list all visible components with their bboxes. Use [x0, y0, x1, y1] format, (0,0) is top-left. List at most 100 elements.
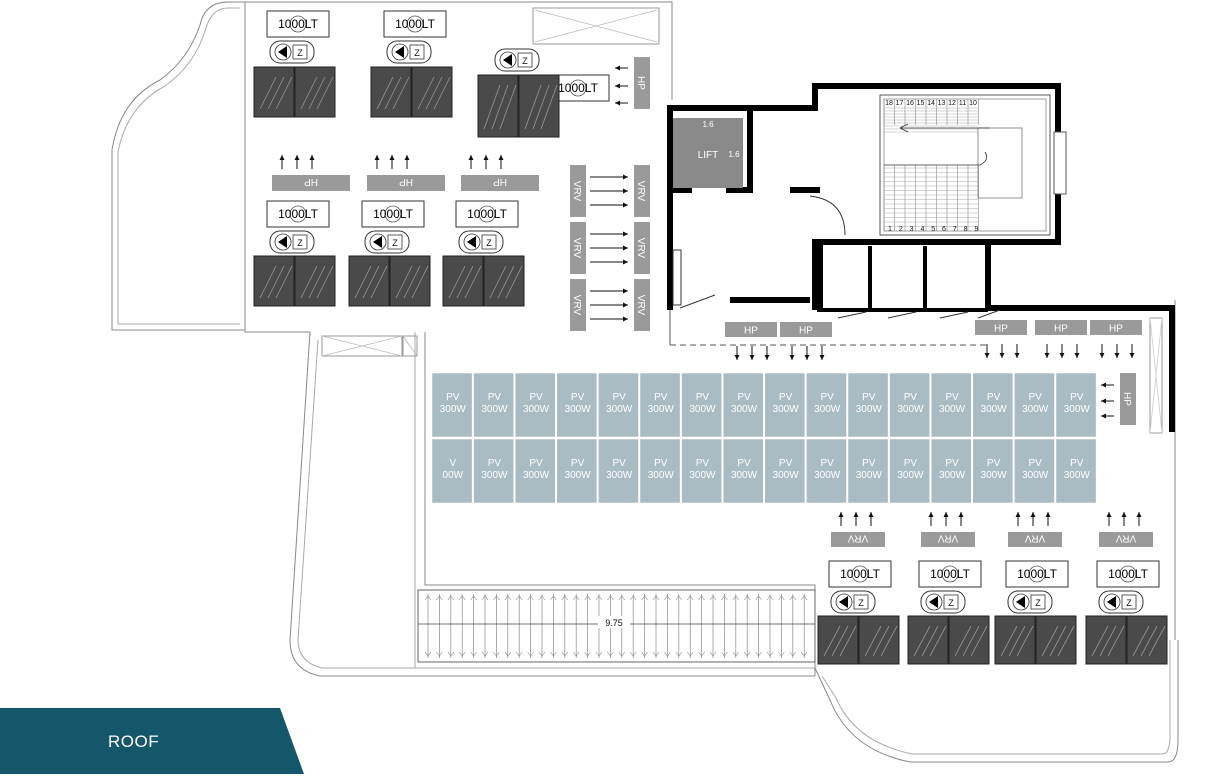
- tread-mark: [447, 651, 455, 657]
- pv-panel-body: [847, 438, 889, 504]
- pv-label: PV: [821, 392, 835, 403]
- vrv-label: VRV: [1024, 533, 1045, 544]
- pv-wattage: 300W: [689, 404, 716, 415]
- arrow-icon: [1044, 344, 1050, 358]
- pv-wattage: 300W: [648, 470, 675, 481]
- glass-hatch: [370, 265, 388, 299]
- heat-pump-body: [1035, 320, 1087, 335]
- solar-collector: [442, 255, 525, 307]
- arrow-head: [958, 512, 964, 517]
- arrow-icon: [294, 155, 300, 169]
- pv-label: PV: [1029, 458, 1043, 469]
- cross-line: [1149, 317, 1163, 434]
- glass-hatch: [411, 265, 429, 299]
- arrow-head: [999, 353, 1005, 358]
- vrv-body: [1099, 532, 1153, 547]
- arrow-icon: [483, 155, 489, 169]
- collector-panel: [483, 255, 525, 307]
- tread-mark: [424, 651, 432, 657]
- heat-pump-body: [1120, 373, 1136, 425]
- equipment: 1000LTZ1000LTZ1000LTZHP1000LTZ1000LTZ100…: [253, 10, 1168, 665]
- tank-circle: [1028, 565, 1046, 583]
- heat-pump-label: HP: [1121, 392, 1132, 406]
- terrace-lower-outline-inner: [821, 640, 1171, 755]
- tread-mark: [743, 651, 751, 657]
- tread-mark: [550, 651, 557, 657]
- tread-mark: [595, 651, 603, 657]
- heat-pump-body: [461, 175, 539, 191]
- vrv-body: [1008, 532, 1062, 547]
- pv-wattage: 300W: [773, 470, 800, 481]
- pump-icon: [1012, 593, 1030, 611]
- glass-hatch: [395, 265, 413, 299]
- heat-pump-body: [367, 175, 445, 191]
- door-swing: [679, 294, 716, 309]
- arrow-head: [1044, 353, 1050, 358]
- glass-hatch: [1099, 625, 1117, 657]
- glass-hatch: [532, 84, 550, 130]
- vrv-unit: VRV: [634, 165, 650, 217]
- valve-box: [1030, 594, 1046, 610]
- collector-panel: [442, 255, 484, 307]
- pv-wattage: 300W: [523, 404, 550, 415]
- arrow-icon: [615, 83, 628, 89]
- tread-mark: [778, 651, 785, 657]
- stair-wall: [750, 83, 1061, 310]
- arrow-icon: [1101, 413, 1114, 419]
- pump-unit: Z: [269, 230, 315, 254]
- arrow-head: [623, 245, 628, 251]
- arrow-icon: [404, 155, 410, 169]
- collector-panel: [253, 66, 295, 118]
- pv-label: PV: [1029, 392, 1043, 403]
- pv-panel-body: [431, 372, 473, 438]
- vrv-unit: VRV: [921, 532, 975, 547]
- pv-wattage: 300W: [481, 470, 508, 481]
- tread-mark: [584, 595, 591, 601]
- arrow-icon: [615, 100, 628, 106]
- collector-panel: [907, 615, 949, 665]
- pv-label: PV: [821, 458, 835, 469]
- glass-hatch: [417, 76, 435, 110]
- tread-mark: [515, 595, 523, 601]
- arrow-icon: [1101, 382, 1114, 388]
- collector-panel: [294, 255, 336, 307]
- water-tank-1000lt: 1000LT: [918, 560, 982, 588]
- pump-housing: [830, 590, 876, 614]
- glass-hatch: [831, 625, 849, 657]
- tread-mark: [675, 595, 683, 601]
- arrow-head: [294, 155, 300, 160]
- pv-label: PV: [987, 392, 1001, 403]
- pv-panel-body: [639, 372, 681, 438]
- landing: [977, 127, 1023, 199]
- heat-pump-label: HP: [744, 326, 758, 337]
- tread-mark: [447, 595, 455, 601]
- arrow-head: [615, 65, 620, 71]
- tank-body: [1005, 560, 1069, 588]
- arrow-icon: [868, 512, 874, 526]
- vrv-body: [634, 165, 650, 217]
- glass-hatch: [403, 265, 421, 299]
- arrow-head: [389, 155, 395, 160]
- solar-collector: [817, 615, 900, 665]
- pump-unit: Z: [920, 590, 966, 614]
- glass-hatch: [1016, 625, 1034, 657]
- tread-mark: [664, 595, 671, 601]
- glass-hatch: [384, 76, 402, 110]
- arrow-head: [623, 288, 628, 294]
- glass-hatch: [354, 265, 372, 299]
- collector-panel: [817, 615, 859, 665]
- heat-pump-label: HP: [1109, 324, 1123, 335]
- arrow-icon: [1030, 512, 1036, 526]
